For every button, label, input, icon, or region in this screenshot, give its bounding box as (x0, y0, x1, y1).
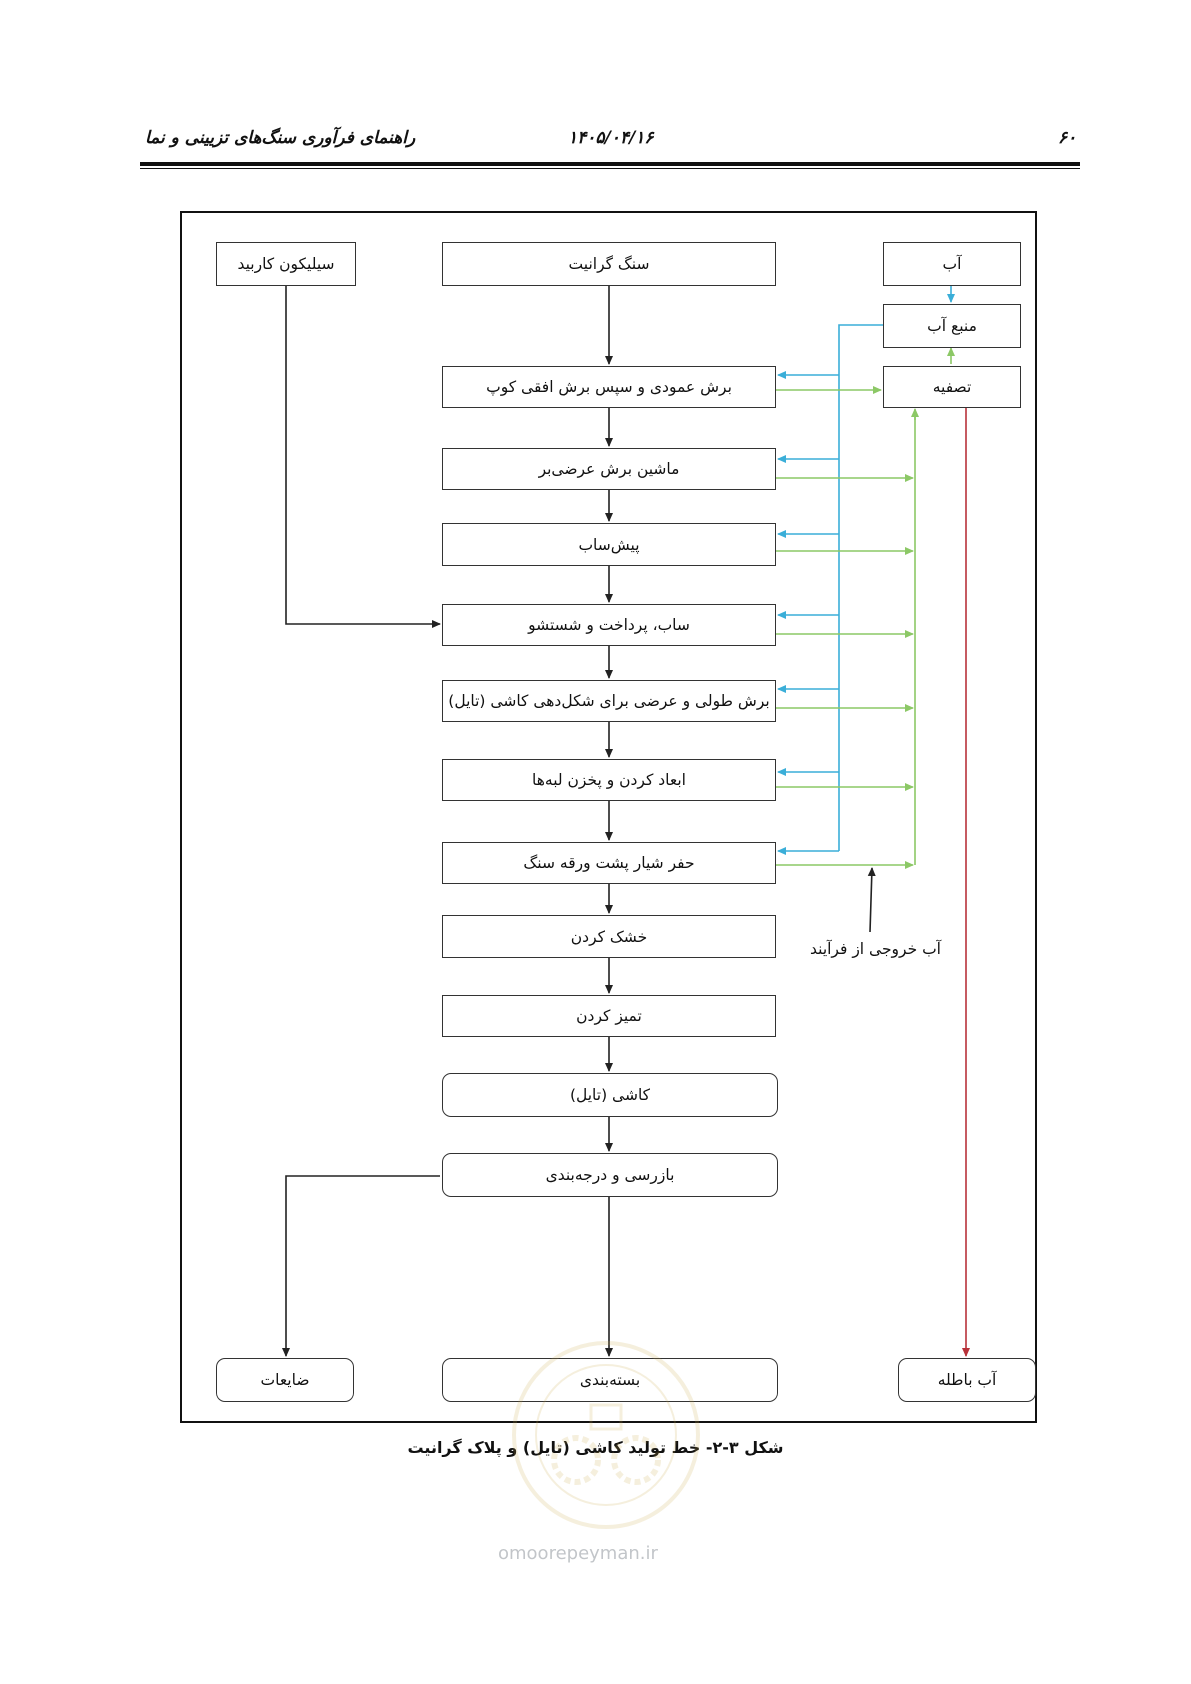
figure-caption: شکل ۳-۲- خط تولید کاشی (تایل) و پلاک گرا… (407, 1438, 784, 1457)
node-treatment: تصفیه (883, 366, 1021, 408)
node-wastewater: آب باطله (898, 1358, 1036, 1402)
node-packaging: بسته‌بندی (442, 1358, 778, 1402)
return-water-lines (776, 347, 955, 869)
figure-frame (180, 211, 1037, 1423)
annotation-process-water: آب خروجی از فرآیند (810, 940, 941, 958)
step-cleaning: تمیز کردن (442, 995, 776, 1037)
step-groove: حفر شیار پشت ورقه سنگ (442, 842, 776, 884)
supply-water-lines (777, 286, 955, 855)
step-inspection-grading: بازرسی و درجه‌بندی (442, 1153, 778, 1197)
step-tile: کاشی (تایل) (442, 1073, 778, 1117)
node-granite-stone: سنگ گرانیت (442, 242, 776, 286)
watermark-text: omoorepeyman.ir (498, 1543, 658, 1564)
step-polish-wash: ساب، پرداخت و شستشو (442, 604, 776, 646)
book-title: راهنمای فرآوری سنگ‌های تزیینی و نما (145, 128, 416, 148)
node-water-source: منبع آب (883, 304, 1021, 348)
page-number: ۶۰ (1058, 128, 1077, 148)
step-dimension-bevel: ابعاد کردن و پخزن لبه‌ها (442, 759, 776, 801)
node-waste: ضایعات (216, 1358, 354, 1402)
step-pre-polish: پیش‌ساب (442, 523, 776, 566)
watermark-seal (512, 1341, 700, 1529)
step-drying: خشک کردن (442, 915, 776, 958)
header-rule-thick (140, 162, 1080, 166)
header-date: ۱۴۰۵/۰۴/۱۶ (568, 128, 654, 148)
step-cross-cutter: ماشین برش عرضی‌بر (442, 448, 776, 490)
node-water: آب (883, 242, 1021, 286)
header-rule-thin (140, 168, 1080, 169)
main-flow-arrows (282, 286, 876, 1357)
node-silicon-carbide: سیلیکون کاربید (216, 242, 356, 286)
step-vertical-horizontal-cut: برش عمودی و سپس برش افقی کوپ (442, 366, 776, 408)
step-tile-cut: برش طولی و عرضی برای شکل‌دهی کاشی (تایل) (442, 680, 776, 722)
